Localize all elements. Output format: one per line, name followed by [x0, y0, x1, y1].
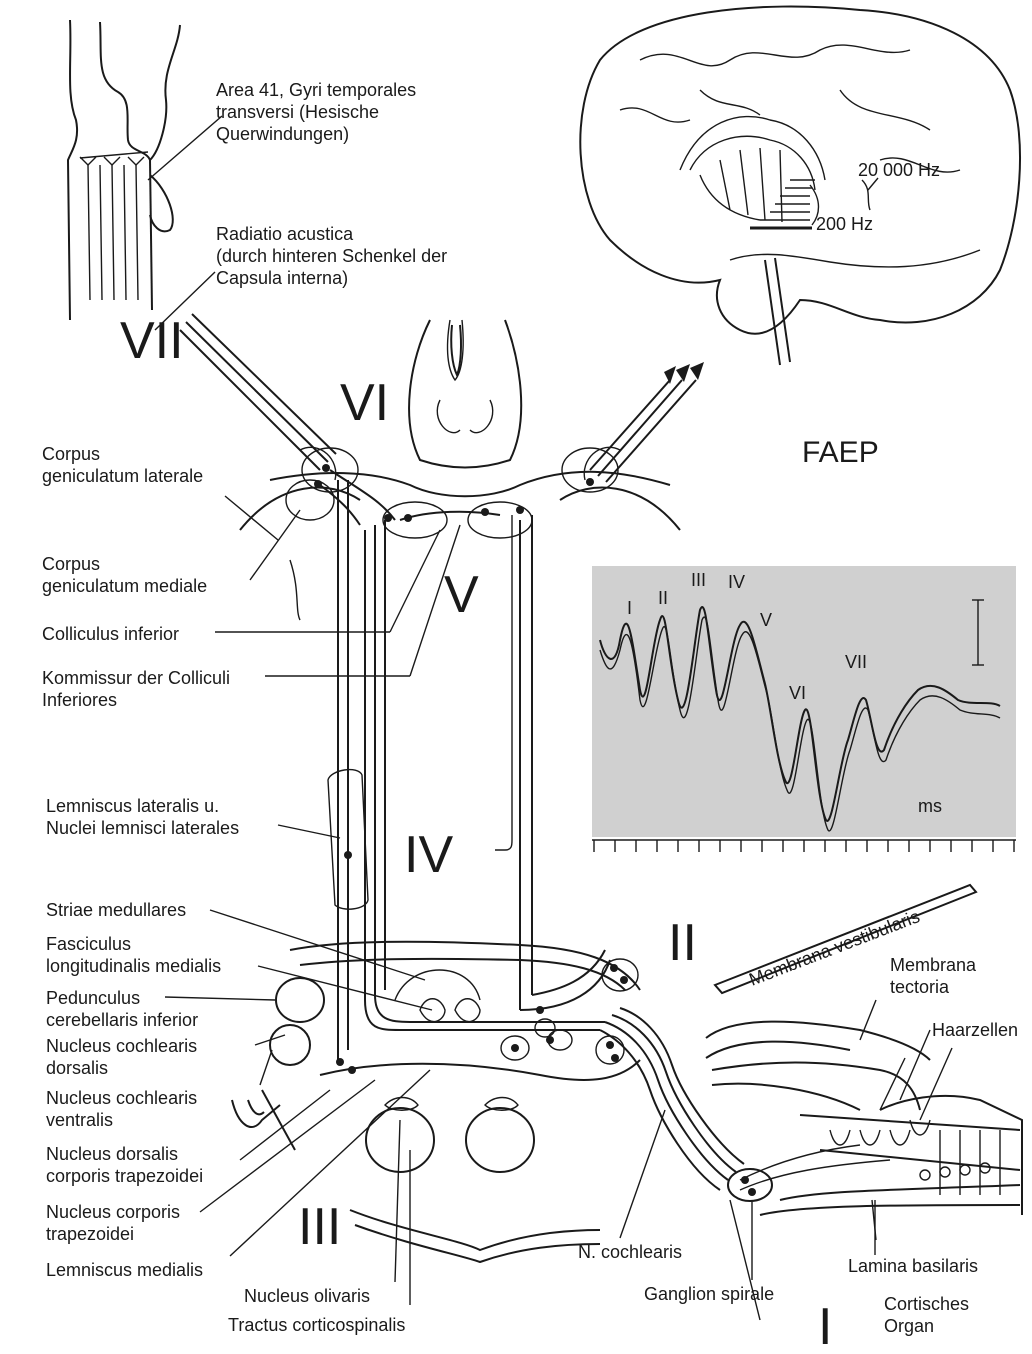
label-line: Nucleus corporis: [46, 1202, 180, 1222]
label-line: (durch hinteren Schenkel der: [216, 246, 447, 266]
label-line: longitudinalis medialis: [46, 956, 221, 976]
peak-label-i: I: [627, 598, 632, 618]
label-line: Lemniscus medialis: [46, 1260, 203, 1280]
label-lemniscus-medialis: Lemniscus medialis: [46, 1260, 203, 1280]
label-line: Nucleus dorsalis: [46, 1144, 178, 1164]
numeral-iv: IV: [404, 826, 453, 884]
numeral-vi: VI: [340, 374, 389, 432]
label-radiatio-acustica: Radiatio acustica(durch hinteren Schenke…: [216, 224, 447, 288]
peak-label-v: V: [760, 610, 772, 630]
peak-label-iii: III: [691, 570, 706, 590]
label-striae-medullares: Striae medullares: [46, 900, 186, 920]
label-line: Nucleus cochlearis: [46, 1036, 197, 1056]
label-line: Kommissur der Colliculi: [42, 668, 230, 688]
numeral-vii: VII: [120, 312, 184, 370]
label-line: cerebellaris inferior: [46, 1010, 198, 1030]
label-line: Corpus: [42, 554, 100, 574]
label-line: FAEP: [802, 436, 879, 469]
waveform-unit-label: ms: [918, 796, 942, 816]
label-line: Colliculus inferior: [42, 624, 179, 644]
label-line: Tractus corticospinalis: [228, 1315, 405, 1335]
label-line: Pedunculus: [46, 988, 140, 1008]
label-line: Capsula interna): [216, 268, 348, 288]
label-line: Membrana: [890, 955, 977, 975]
label-line: Area 41, Gyri temporales: [216, 80, 416, 100]
label-line: geniculatum laterale: [42, 466, 203, 486]
brain-lateral-view: [580, 7, 1020, 365]
numeral-i: I: [818, 1298, 832, 1349]
area41-cortex-fragment: [68, 20, 222, 320]
label-line: Ganglion spirale: [644, 1284, 774, 1304]
numeral-iii: III: [298, 1198, 341, 1256]
label-line: ventralis: [46, 1110, 113, 1130]
label-line: Lamina basilaris: [848, 1256, 978, 1276]
peak-label-vii: VII: [845, 652, 867, 672]
faep-waveform-panel: [592, 566, 1016, 852]
label-haarzellen: Haarzellen: [932, 1020, 1018, 1040]
label-line: trapezoidei: [46, 1224, 134, 1244]
label-200-hz: 200 Hz: [816, 214, 873, 234]
label-line: Fasciculus: [46, 934, 131, 954]
peak-label-iv: IV: [728, 572, 745, 592]
label-line: Lemniscus lateralis u.: [46, 796, 219, 816]
label-line: 200 Hz: [816, 214, 873, 234]
peak-label-ii: II: [658, 588, 668, 608]
label-line: Striae medullares: [46, 900, 186, 920]
label-colliculus-inferior: Colliculus inferior: [42, 624, 179, 644]
label-tractus-corticospinalis: Tractus corticospinalis: [228, 1315, 405, 1335]
label-ganglion-spirale: Ganglion spirale: [644, 1284, 774, 1304]
numeral-ii: II: [668, 914, 697, 972]
label-lamina-basilaris: Lamina basilaris: [848, 1256, 978, 1276]
label-line: Querwindungen): [216, 124, 349, 144]
label-line: Nucleus cochlearis: [46, 1088, 197, 1108]
label-line: Nuclei lemnisci laterales: [46, 818, 239, 838]
label-line: N. cochlearis: [578, 1242, 682, 1262]
label-line: Haarzellen: [932, 1020, 1018, 1040]
label-line: Inferiores: [42, 690, 117, 710]
label-line: Corpus: [42, 444, 100, 464]
numeral-v: V: [444, 566, 479, 624]
label-line: tectoria: [890, 977, 950, 997]
label-line: Cortisches: [884, 1294, 969, 1314]
label-line: corporis trapezoidei: [46, 1166, 203, 1186]
label-line: Organ: [884, 1316, 934, 1336]
label-line: Nucleus olivaris: [244, 1286, 370, 1306]
label-line: Radiatio acustica: [216, 224, 354, 244]
label-faep: FAEP: [802, 436, 879, 469]
label-line: dorsalis: [46, 1058, 108, 1078]
cochlea-section: [706, 885, 1022, 1320]
label-lemniscus-lateralis: Lemniscus lateralis u.Nuclei lemnisci la…: [46, 796, 239, 838]
label-20000-hz: 20 000 Hz: [858, 160, 940, 180]
label-line: transversi (Hesische: [216, 102, 379, 122]
label-n-cochlearis: N. cochlearis: [578, 1242, 682, 1262]
waveform-time-ticks: [594, 840, 1014, 852]
label-line: geniculatum mediale: [42, 576, 207, 596]
peak-label-vi: VI: [789, 683, 806, 703]
medulla-section: [232, 942, 640, 1262]
label-line: 20 000 Hz: [858, 160, 940, 180]
label-nucleus-olivaris: Nucleus olivaris: [244, 1286, 370, 1306]
